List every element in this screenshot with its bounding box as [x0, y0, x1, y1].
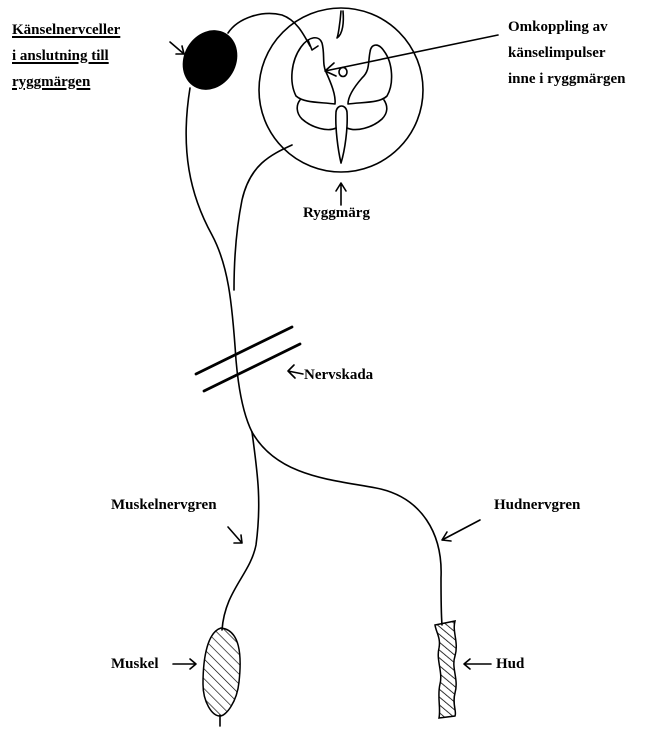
- spinal-cord-cross-section: [259, 8, 423, 172]
- skin-label: Hud: [496, 653, 524, 675]
- sensory-cells-label-line1: Känselnervceller: [12, 19, 120, 41]
- muscle-branch-label: Muskelnervgren: [111, 494, 217, 516]
- skin-branch-label: Hudnervgren: [494, 494, 580, 516]
- nerve-injury-cut: [196, 327, 300, 391]
- sensory-cells-label-line3: ryggmärgen: [12, 71, 90, 93]
- muscle-label: Muskel: [111, 653, 159, 675]
- nerve-injury-label: Nervskada: [304, 364, 373, 386]
- switching-label-line2: känselimpulser: [508, 42, 606, 64]
- sensory-ganglion: [172, 20, 248, 100]
- skin-shape: [435, 621, 456, 718]
- switching-label-line3: inne i ryggmärgen: [508, 68, 626, 90]
- spinal-cord-label: Ryggmärg: [303, 202, 370, 224]
- muscle-shape: [203, 628, 240, 716]
- pointer-arrows: [170, 35, 498, 669]
- sensory-cells-label-line2: i anslutning till: [12, 45, 109, 67]
- switching-label-line1: Omkoppling av: [508, 16, 608, 38]
